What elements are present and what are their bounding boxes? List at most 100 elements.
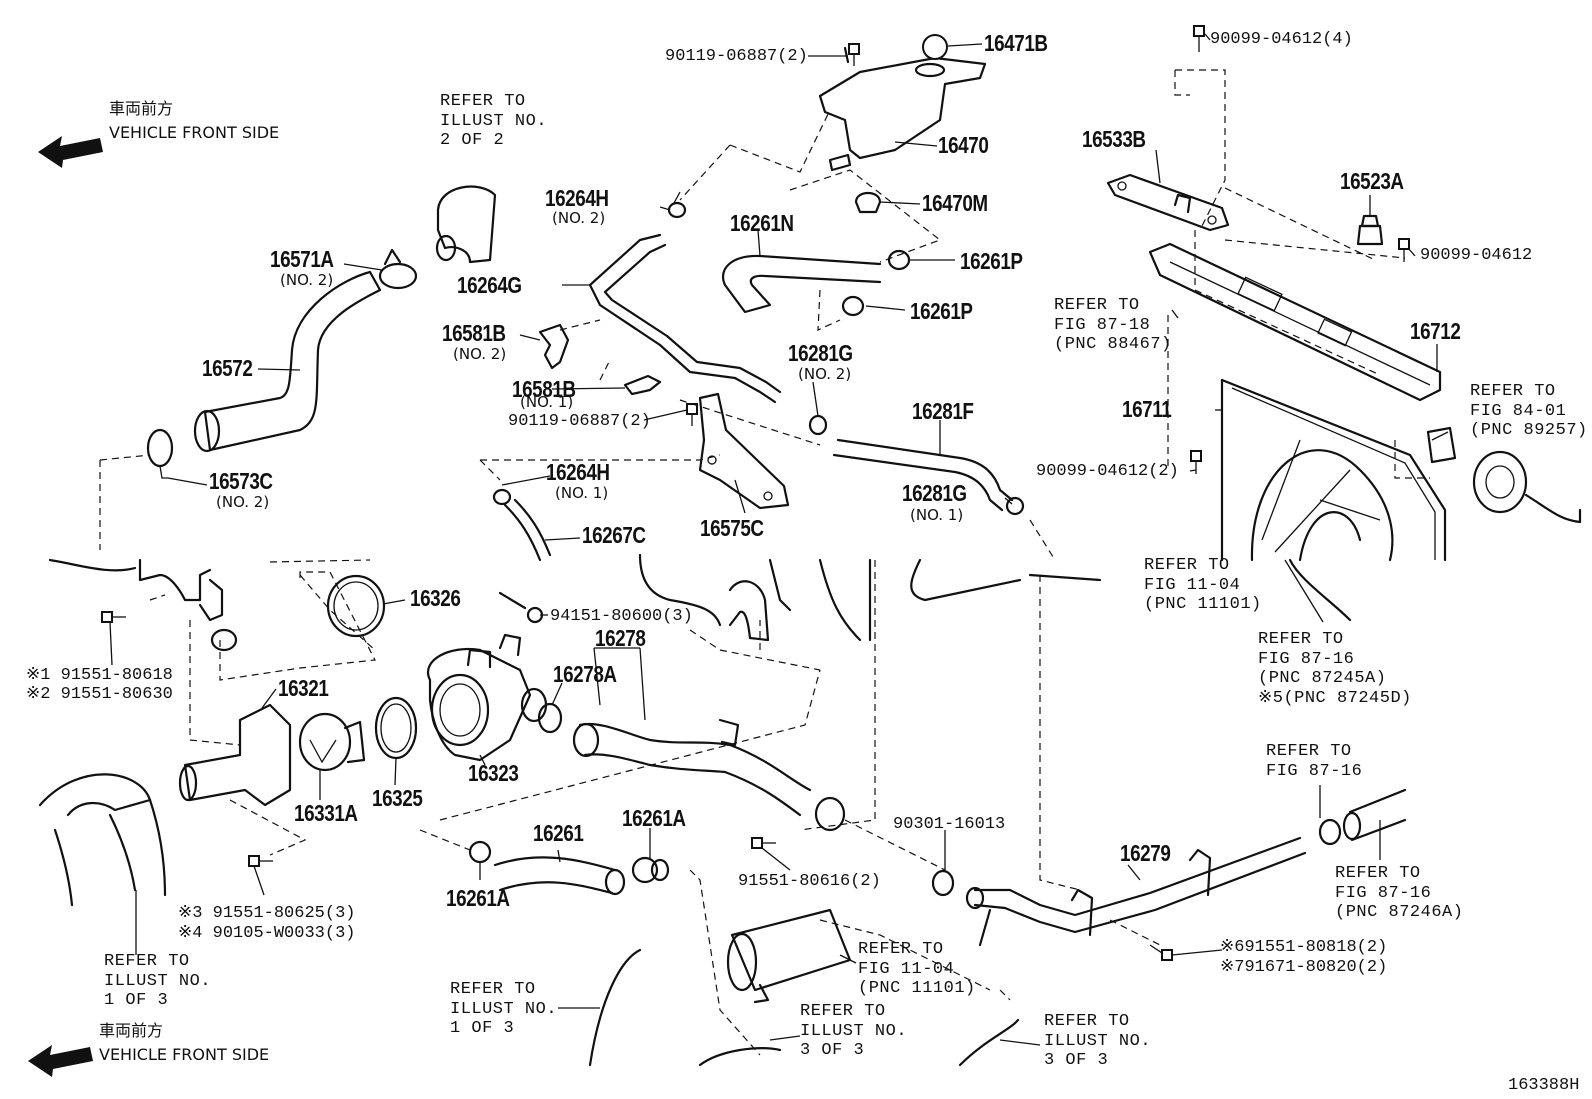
bolt-icon <box>1398 238 1410 262</box>
o-ring-16278A-drawing <box>537 702 563 734</box>
bolt-icon <box>248 855 273 867</box>
code-label: 91551-80616(2) <box>738 872 881 891</box>
sub-label: (NO. 2) <box>798 365 852 383</box>
lower-hose-drawing <box>38 773 167 907</box>
clip-16581B-no2-drawing <box>538 323 570 370</box>
refer-note: REFER TO ILLUST NO. 2 OF 2 <box>440 92 548 151</box>
sub-label: (NO. 1) <box>555 484 609 502</box>
hose-16264G-drawing <box>588 233 782 404</box>
pipe-16278-drawing <box>572 718 846 832</box>
refer-note: REFER TO ILLUST NO. 3 OF 3 <box>800 1002 908 1061</box>
bracket-16575C-drawing <box>698 392 790 510</box>
bolt-icon <box>1190 450 1202 474</box>
direction-en-label: VEHICLE FRONT SIDE <box>109 123 280 142</box>
refer-note: REFER TO FIG 87-16 (PNC 87245A) ※5(PNC 8… <box>1258 630 1412 708</box>
refer-note: REFER TO FIG 11-04 (PNC 11101) <box>858 940 976 999</box>
o-ring-90301-drawing <box>931 869 955 897</box>
thermostat-16331A-drawing <box>298 712 366 772</box>
part-label: 16581B <box>512 376 576 402</box>
clamp-drawing <box>1318 818 1342 846</box>
clamp-16573C-drawing <box>146 428 174 479</box>
hose-end-drawing <box>1342 788 1407 842</box>
part-label: 16281G <box>788 340 853 366</box>
part-label: 16278 <box>595 625 646 651</box>
code-label: ※3 91551-80625(3) <box>178 904 356 923</box>
fan-motor-drawing <box>1426 426 1582 524</box>
part-label: 16573C <box>209 468 273 494</box>
clamp-16264H-no2-drawing <box>667 191 687 219</box>
hose-16261N-drawing <box>722 254 882 314</box>
part-label: 16279 <box>1120 840 1171 866</box>
refer-note: REFER TO ILLUST NO. 3 OF 3 <box>1044 1012 1152 1071</box>
bolt-icon <box>686 403 698 426</box>
part-label: 16264H <box>545 185 609 211</box>
part-label: 16261A <box>446 885 510 911</box>
part-label: 16326 <box>410 585 461 611</box>
part-label: 16261P <box>910 298 973 324</box>
code-label: 90099-04612(4) <box>1210 30 1353 49</box>
clamp-16281G-no1-drawing <box>1005 496 1025 516</box>
part-label: 16321 <box>278 675 329 701</box>
code-label: 94151-80600(3) <box>550 607 693 626</box>
part-label: 16261 <box>533 820 584 846</box>
code-label: 90119-06887(2) <box>508 412 651 431</box>
sub-label: (NO. 2) <box>453 345 507 363</box>
refer-note: REFER TO ILLUST NO. 1 OF 3 <box>104 952 212 1011</box>
code-label: 90119-06887(2) <box>665 47 808 66</box>
part-label: 16471B <box>984 30 1048 56</box>
leader-lines <box>109 33 1449 1046</box>
illustration-id: 163388H <box>1508 1076 1580 1095</box>
code-label: ※4 90105-W0033(3) <box>178 924 356 943</box>
refer-note: REFER TO FIG 84-01 (PNC 89257) <box>1470 382 1588 441</box>
part-label: 16261N <box>730 210 794 236</box>
cushion-16523A-drawing <box>1356 214 1384 246</box>
part-label: 16261A <box>622 805 686 831</box>
stud-bolt-drawing <box>498 591 544 624</box>
hose-16267C-drawing <box>492 488 552 562</box>
dashed-lines <box>99 69 1430 1056</box>
support-16712-drawing <box>1148 242 1442 402</box>
part-label: 16325 <box>372 785 423 811</box>
part-label: 16470M <box>922 190 988 216</box>
part-label: 16575C <box>700 515 764 541</box>
cap-16470M-drawing <box>854 191 882 214</box>
engine-outline-drawing <box>48 553 1352 1067</box>
housing-16323-drawing <box>427 633 548 762</box>
part-label: 16331A <box>294 800 358 826</box>
part-label: 16323 <box>468 760 519 786</box>
clip-16581B-no1-drawing <box>623 374 662 396</box>
refer-note: REFER TO FIG 11-04 (PNC 11101) <box>1144 556 1262 615</box>
sub-label: (NO. 1) <box>520 393 574 411</box>
part-label: 16278A <box>553 661 617 687</box>
part-label: 16261P <box>960 248 1023 274</box>
sub-label: (NO. 2) <box>216 493 270 511</box>
pipe-16279-drawing <box>965 836 1307 947</box>
clamp-16281G-no2-drawing <box>808 414 828 436</box>
code-label: ※791671-80820(2) <box>1220 958 1388 977</box>
code-label: ※2 91551-80630 <box>26 685 173 704</box>
part-label: 16712 <box>1410 318 1461 344</box>
bolt-icon <box>1149 944 1173 961</box>
sub-label: (NO. 2) <box>552 209 606 227</box>
hose-16281F-drawing <box>832 438 1014 512</box>
clamp-16261P-drawing <box>841 295 865 317</box>
direction-en-label: VEHICLE FRONT SIDE <box>99 1045 270 1064</box>
code-label: ※1 91551-80618 <box>26 666 173 685</box>
housing-16321-drawing <box>178 703 292 807</box>
refer-note: REFER TO ILLUST NO. 1 OF 3 <box>450 980 558 1039</box>
part-label: 16264G <box>457 272 522 298</box>
fan-shroud-16711-drawing <box>1220 378 1447 562</box>
part-label: 16281G <box>902 480 967 506</box>
part-label: 16264H <box>546 459 610 485</box>
bolt-icon <box>848 43 860 66</box>
direction-jp-label: 車両前方 <box>109 99 174 118</box>
code-label: ※691551-80818(2) <box>1220 938 1388 957</box>
code-label: 90099-04612(2) <box>1036 462 1179 481</box>
bracket-16533B-drawing <box>1106 173 1230 232</box>
part-label: 16281F <box>912 398 974 424</box>
gasket-16326-drawing <box>326 574 386 638</box>
part-label: 16572 <box>202 355 253 381</box>
cylinder-drawing <box>726 908 852 1004</box>
